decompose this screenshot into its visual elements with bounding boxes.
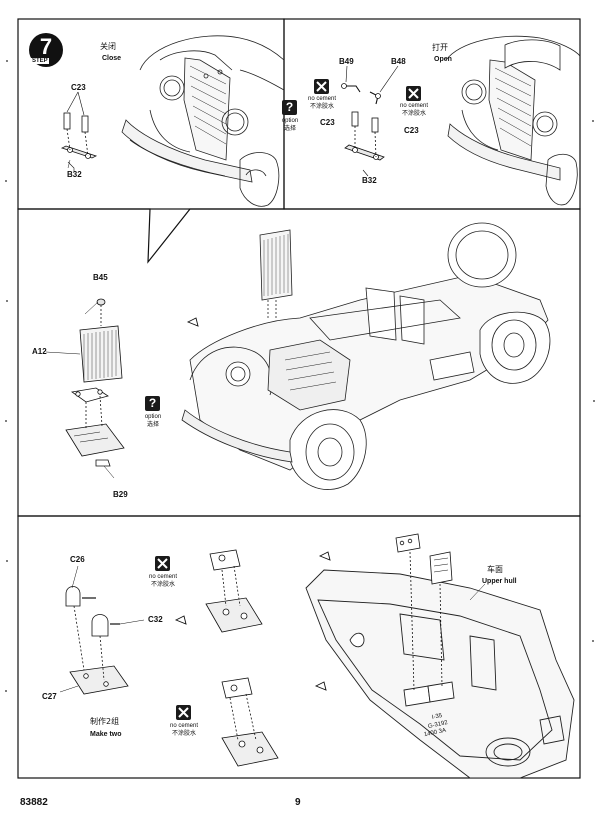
part-assembly-lower [221, 677, 279, 767]
step-number: 7 [39, 34, 53, 59]
chassis-drawing [181, 222, 551, 490]
x-icon [155, 556, 170, 571]
part-label-b29: B29 [113, 490, 128, 499]
part-label-b49: B49 [339, 57, 354, 66]
scan-dot [6, 560, 8, 562]
part-label-b48: B48 [391, 57, 406, 66]
part-label-c32: C32 [148, 615, 163, 624]
upper-hull-drawing [305, 569, 575, 779]
open-label-en: Open [434, 56, 452, 63]
no-cement-cn-top-left: 不涂胶水 [309, 103, 334, 110]
no-cement-cn-bottom-lower: 不涂胶水 [171, 730, 196, 737]
part-label-b32-left: B32 [67, 170, 82, 179]
close-label-en: Close [102, 55, 122, 62]
x-icon [406, 86, 421, 101]
open-label-cn: 打开 [432, 43, 448, 52]
scan-dot [5, 690, 7, 692]
part-label-b32-right: B32 [362, 176, 377, 185]
option-label-en-top: option [281, 118, 299, 124]
no-cement-en-top-left: no cement [307, 96, 337, 102]
scan-dot [6, 300, 8, 302]
question-icon: ? [145, 396, 160, 411]
make-two-en: Make two [90, 731, 122, 738]
x-icon [176, 705, 191, 720]
question-icon: ? [282, 100, 297, 115]
no-cement-en-bottom-top: no cement [148, 574, 178, 580]
car-front-open-drawing [445, 35, 581, 206]
no-cement-cn-bottom-top: 不涂胶水 [150, 581, 175, 588]
car-front-closed-drawing [121, 35, 285, 207]
no-cement-cn-top-right: 不涂胶水 [401, 110, 426, 117]
scan-dot [6, 60, 8, 62]
no-cement-en-top-right: no cement [399, 103, 429, 109]
scan-dot [592, 120, 594, 122]
close-label-cn: 关闭 [100, 42, 116, 51]
hull-parts-above [395, 533, 453, 691]
part-label-c23-left: C23 [71, 83, 86, 92]
part-label-c27: C27 [42, 692, 57, 701]
make-two-cn: 制作2组 [90, 717, 120, 726]
part-label-b45: B45 [93, 273, 108, 282]
part-b48-b49-c23-b32-right [341, 65, 399, 177]
rotate-arrow-icon [174, 317, 331, 691]
part-label-c23-right-a: C23 [320, 118, 335, 127]
part-label-c23-right-b: C23 [404, 126, 419, 135]
part-label-c26: C26 [70, 555, 85, 564]
step-word: STEP [31, 58, 49, 64]
option-label-cn-top: 选择 [283, 125, 296, 132]
upper-hull-label-cn: 车面 [487, 565, 503, 574]
part-c23-b32-left [60, 91, 98, 172]
option-label-en-middle: option [144, 414, 162, 420]
panel-bottom-frame [17, 515, 581, 779]
x-icon [314, 79, 329, 94]
part-b45-a12-b29 [65, 298, 125, 467]
part-label-a12: A12 [32, 347, 47, 356]
kit-number: 83882 [20, 797, 48, 808]
no-cement-en-bottom-lower: no cement [169, 723, 199, 729]
scan-dot [592, 640, 594, 642]
scan-dot [5, 420, 7, 422]
page-number: 9 [295, 797, 301, 808]
option-label-cn-middle: 选择 [146, 421, 159, 428]
part-assembly-upper [205, 549, 263, 633]
scan-dot [5, 180, 7, 182]
scan-dot [593, 400, 595, 402]
part-c26-c32-c27 [65, 586, 129, 695]
upper-hull-label-en: Upper hull [482, 578, 517, 585]
